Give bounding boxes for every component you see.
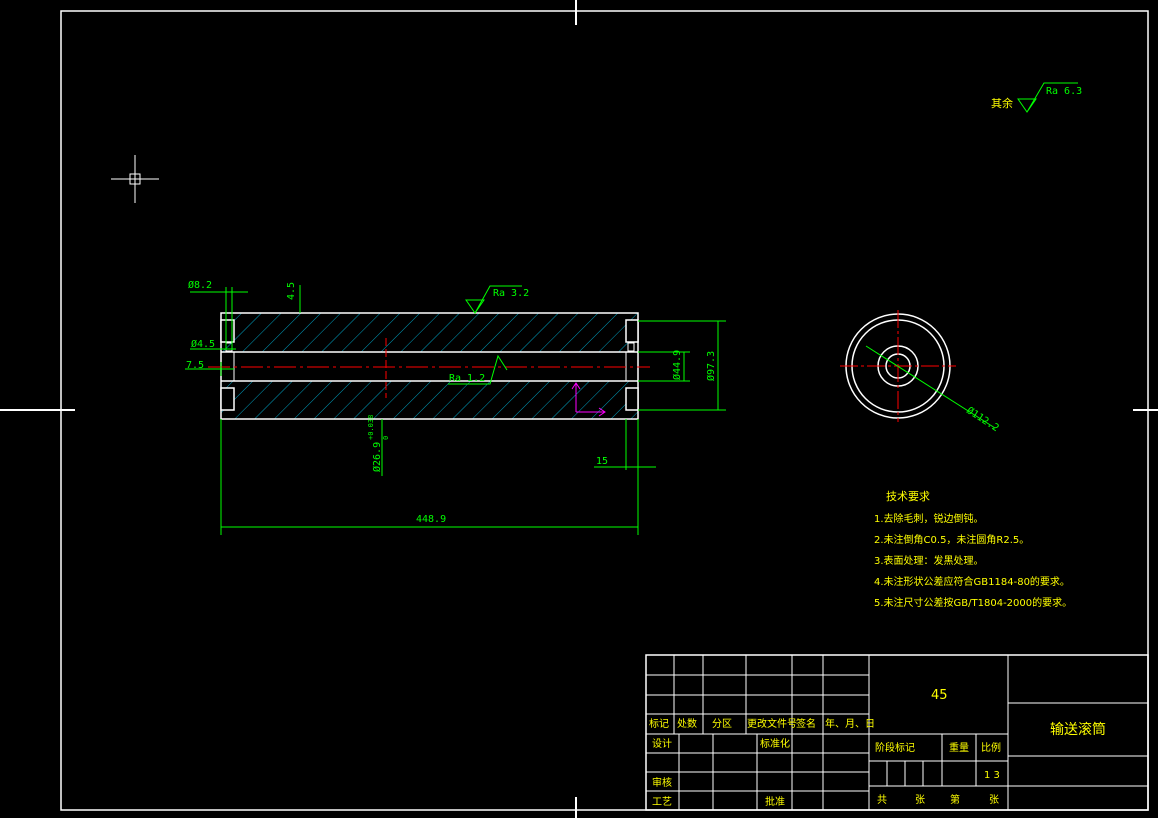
tb-header: 年、月、日	[825, 717, 875, 730]
tech-title: 技术要求	[886, 490, 930, 503]
tb-approve: 批准	[765, 795, 785, 808]
tb-part-name: 输送滚筒	[1050, 721, 1106, 738]
dim-d44-9: Ø44.9	[671, 350, 683, 380]
tech-item: 2.未注倒角C0.5，未注圆角R2.5。	[874, 533, 1029, 546]
dim-d4-5: Ø4.5	[191, 338, 215, 350]
tb-scale-label: 比例	[981, 741, 1001, 754]
cursor-crosshair[interactable]	[111, 155, 159, 203]
section-view	[208, 312, 650, 420]
dim-d112-2: Ø112.2	[964, 404, 1001, 434]
dim-d97-3: Ø97.3	[705, 351, 717, 381]
tb-sheet-unit: 张	[915, 794, 925, 806]
surface-finish-other: 其余 Ra 6.3	[991, 82, 1082, 113]
tech-item: 1.去除毛刺，锐边倒钝。	[874, 512, 984, 525]
dim-d8-2: Ø8.2	[188, 279, 212, 291]
ucs-icon	[571, 382, 606, 417]
title-block-grid	[645, 654, 1149, 811]
section-dimensions	[185, 285, 726, 535]
tb-process: 工艺	[652, 796, 672, 808]
tb-review: 审核	[652, 776, 672, 789]
dim-d26-9-tol-low: 0	[382, 436, 390, 440]
tech-item: 4.未注形状公差应符合GB1184-80的要求。	[874, 575, 1070, 588]
dim-7-5: 7.5	[186, 360, 204, 371]
tb-stage-mark: 阶段标记	[875, 741, 915, 754]
ra-bore: Ra 1.2	[449, 373, 485, 384]
tb-standardization: 标准化	[760, 737, 790, 750]
tb-sheet-no: 第	[950, 793, 960, 806]
lower-wall-hatch	[221, 381, 638, 419]
tb-header: 分区	[712, 718, 732, 730]
tech-item: 3.表面处理：发黑处理。	[874, 554, 984, 567]
dim-15: 15	[596, 456, 608, 467]
surface-other-label: 其余	[991, 96, 1013, 110]
ra-top: Ra 3.2	[493, 288, 529, 299]
tb-material: 45	[931, 688, 948, 703]
surface-other-value: Ra 6.3	[1046, 86, 1082, 97]
tech-item: 5.未注尺寸公差按GB/T1804-2000的要求。	[874, 596, 1072, 609]
dim-448-9: 448.9	[416, 514, 446, 525]
tech-requirements: 技术要求 1.去除毛刺，锐边倒钝。 2.未注倒角C0.5，未注圆角R2.5。 3…	[874, 490, 1072, 609]
dim-4-5-top: 4.5	[286, 282, 297, 300]
tb-weight: 重量	[949, 741, 969, 754]
tb-sheet-unit2: 张	[989, 794, 999, 806]
title-block-text: 标记 处数 分区 更改文件号 签名 年、月、日 设计 标准化 审核 工艺 批准 …	[649, 688, 1106, 808]
end-view: Ø112.2	[840, 310, 1001, 434]
tb-header: 标记	[649, 718, 669, 730]
tb-header: 处数	[677, 717, 697, 730]
end-grooves	[220, 319, 639, 411]
tb-design: 设计	[652, 737, 672, 750]
section-dimension-text: Ø8.2 Ø4.5 7.5 4.5 Ra 3.2 Ra 1.2 Ø26.9 +0…	[186, 279, 717, 525]
upper-wall-hatch	[221, 313, 638, 352]
dim-d26-9-tol: +0.038	[367, 415, 375, 440]
tb-header: 更改文件号	[747, 717, 797, 730]
dim-d26-9: Ø26.9	[371, 442, 383, 472]
tb-scale-value: 1 3	[984, 770, 1000, 781]
tb-header: 签名	[796, 717, 816, 730]
tb-total: 共	[877, 794, 887, 806]
